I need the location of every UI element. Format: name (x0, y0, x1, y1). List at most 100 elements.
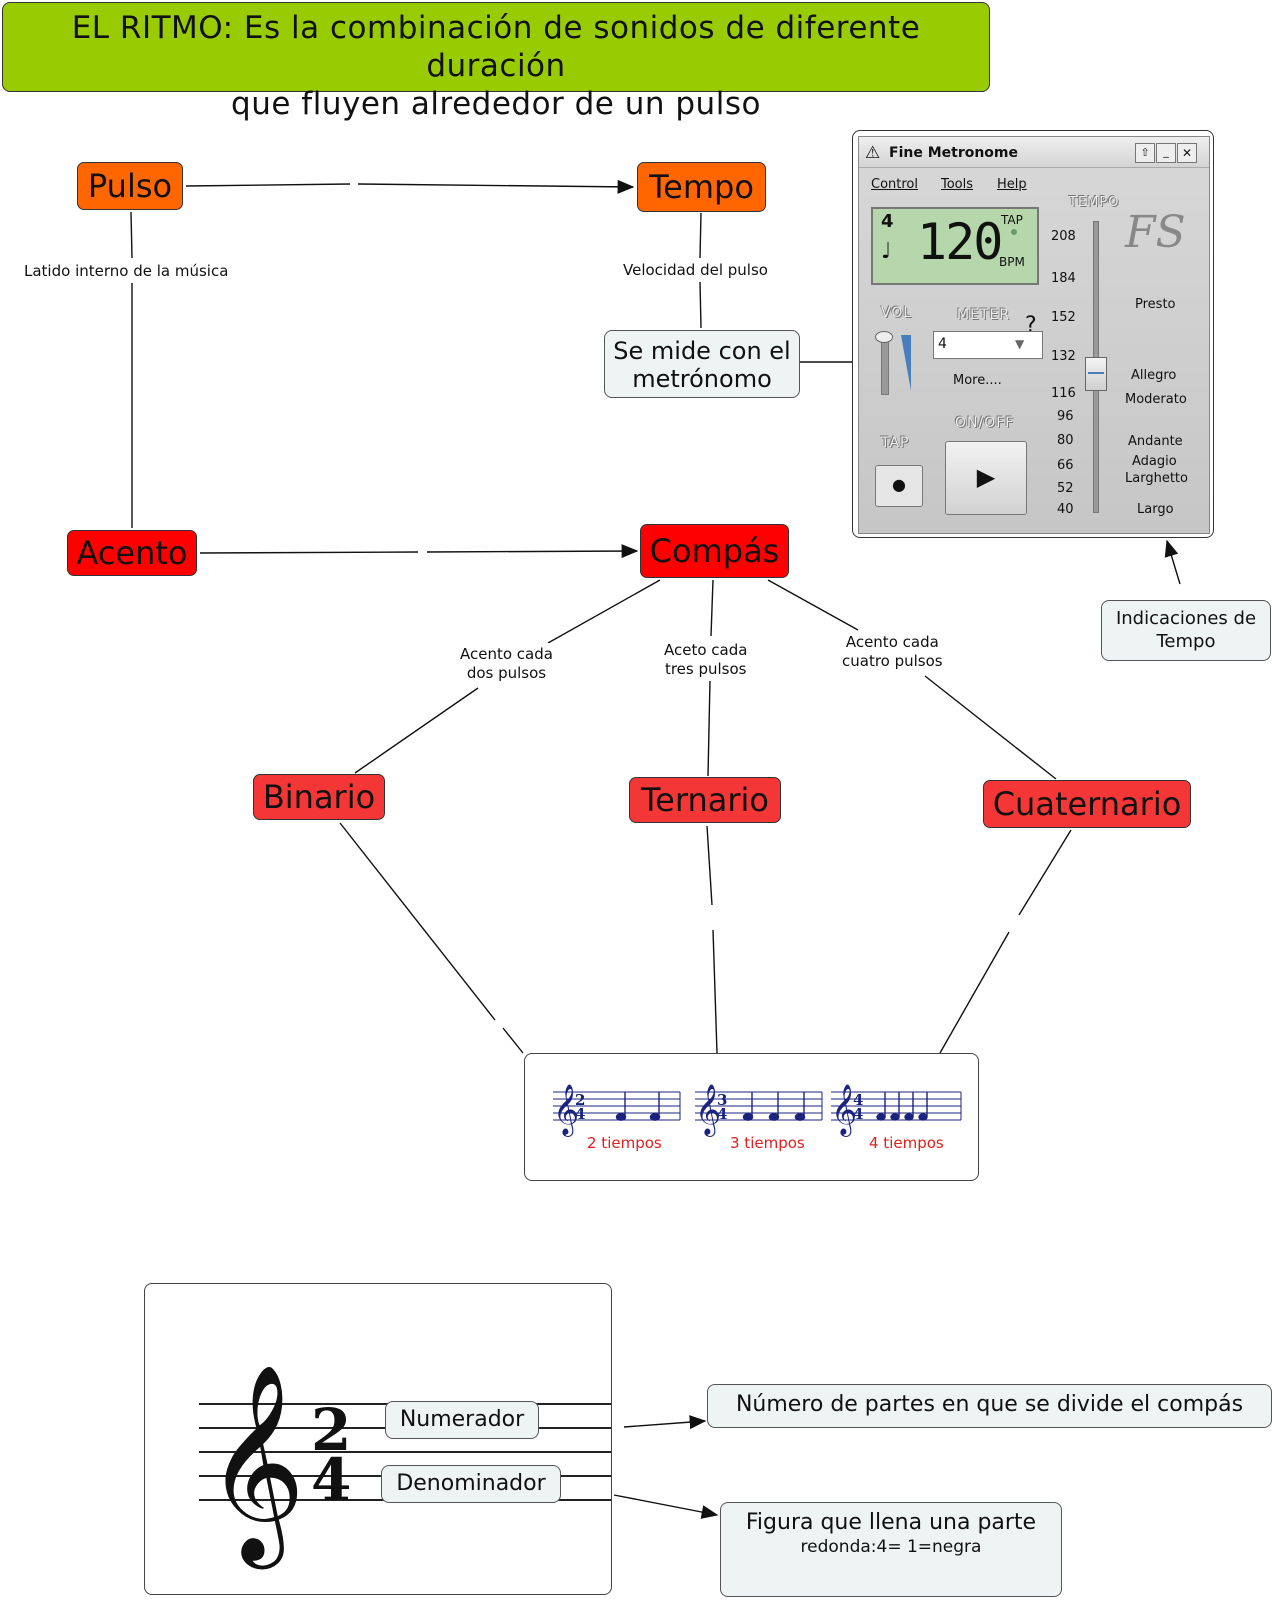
label-tres-line-2: tres pulsos (664, 660, 747, 678)
treble-clef-icon-3: 𝄞 (831, 1084, 857, 1137)
sig-top-numeral: 2 (311, 1396, 351, 1464)
treble-clef-icon-1: 𝄞 (553, 1084, 579, 1137)
note-icon (918, 1113, 928, 1121)
sig-4-4-bottom: 4 (853, 1105, 863, 1123)
node-binario[interactable]: Binario (253, 774, 385, 820)
volume-knob[interactable] (875, 331, 893, 343)
staff-3-4 (695, 1091, 823, 1121)
link-tres-ternario (707, 679, 711, 777)
node-se-mide[interactable]: Se mide con el metrónomo (604, 330, 800, 398)
display-tap-label: TAP (1001, 213, 1023, 227)
metronome-minimize-button[interactable]: _ (1156, 143, 1176, 163)
label-dos-pulsos: Acento cada dos pulsos (456, 643, 557, 685)
tempo-scale-66: 66 (1057, 458, 1074, 473)
label-tres-line-1: Aceto cada (664, 641, 748, 659)
title-line-1: EL RITMO: Es la combinación de sonidos d… (71, 10, 921, 84)
link-pulso-tempo-b (357, 179, 635, 194)
link-ternario-score-a (706, 825, 713, 906)
label-dos-line-2: dos pulsos (466, 664, 547, 682)
metronome-window: ⚠ Fine Metronome ⇧ _ ✕ Control Tools Hel… (858, 136, 1210, 534)
metronome-app-icon: ⚠ (865, 143, 881, 163)
metronome-display: 4 ♩ 120 TAP BPM (871, 207, 1039, 285)
tempo-scale-184: 184 (1051, 271, 1076, 286)
menu-help[interactable]: Help (997, 177, 1027, 192)
node-numero-partes[interactable]: Número de partes en que se divide el com… (707, 1384, 1272, 1428)
link-cuaternario-score-b (939, 931, 1010, 1054)
tempo-scale-152: 152 (1051, 310, 1076, 325)
tap-led-icon (1011, 229, 1017, 235)
sig-2-4-top: 2 (575, 1091, 585, 1109)
link-velocidad-semide (699, 281, 702, 329)
label-velocidad: Velocidad del pulso (619, 259, 772, 282)
meter-select[interactable]: 4 (933, 331, 1043, 359)
indicaciones-line-1: Indicaciones de (1115, 608, 1257, 629)
se-mide-line-1: Se mide con el (613, 337, 791, 365)
tempo-scale-52: 52 (1057, 481, 1074, 496)
metronome-pin-button[interactable]: ⇧ (1135, 143, 1155, 163)
note-icon (904, 1113, 914, 1121)
note-icon (649, 1113, 661, 1121)
term-larghetto: Larghetto (1125, 471, 1188, 486)
onoff-label: ON/OFF (955, 415, 1015, 431)
score-staves: 𝄞 𝄞 𝄞 2 4 3 4 4 4 (553, 1084, 962, 1137)
tempo-scale-40: 40 (1057, 502, 1074, 517)
time-signature-image: 𝄞 2 4 Numerador Denominador (144, 1283, 612, 1595)
link-ternario-score-b (712, 929, 718, 1054)
node-indicaciones[interactable]: Indicaciones de Tempo (1101, 600, 1271, 661)
menu-control[interactable]: Control (871, 177, 918, 192)
tempo-scale-116: 116 (1051, 386, 1076, 401)
term-allegro: Allegro (1131, 368, 1177, 383)
numerador-label[interactable]: Numerador (385, 1401, 539, 1439)
time-signature-staff: 𝄞 2 4 (199, 1363, 611, 1569)
note-icon (615, 1113, 627, 1121)
link-acento-compas-b (426, 544, 639, 559)
link-pulso-tempo-a (185, 183, 351, 187)
node-tempo[interactable]: Tempo (637, 162, 766, 212)
sig-2-4-bottom: 4 (575, 1105, 585, 1123)
link-pulso-latido (130, 211, 133, 259)
link-timesig-numero (623, 1415, 707, 1430)
tempo-scale-96: 96 (1057, 409, 1074, 424)
meter-dropdown-icon[interactable]: ▼ (1015, 337, 1025, 351)
node-cuaternario[interactable]: Cuaternario (983, 780, 1191, 828)
node-pulso[interactable]: Pulso (77, 162, 183, 210)
note-icon (890, 1113, 900, 1121)
tempo-slider-thumb[interactable] (1085, 357, 1107, 391)
link-cuaternario-score-a (1018, 829, 1072, 916)
label-4-tiempos: 4 tiempos (869, 1134, 944, 1152)
label-tres-pulsos: Aceto cada tres pulsos (660, 639, 752, 681)
se-mide-line-2: metrónomo (632, 365, 772, 393)
more-button[interactable]: More.... (953, 373, 1002, 388)
denominador-label[interactable]: Denominador (381, 1465, 561, 1503)
tap-button[interactable]: ● (875, 465, 923, 507)
link-compas-cuatro (767, 579, 859, 631)
tap-section-label: TAP (881, 435, 910, 451)
link-binario-score-b (502, 1027, 524, 1054)
label-latido: Latido interno de la música (20, 260, 233, 283)
figura-line-1: Figura que llena una parte (745, 1510, 1037, 1535)
tempo-header: TEMPO (1069, 195, 1120, 210)
metronome-close-button[interactable]: ✕ (1177, 143, 1197, 163)
tempo-scale-132: 132 (1051, 349, 1076, 364)
link-compas-dos (547, 579, 661, 644)
display-bpm: 120 (917, 213, 1003, 271)
node-acento[interactable]: Acento (67, 530, 197, 576)
node-figura[interactable]: Figura que llena una parte redonda:4= 1=… (720, 1502, 1062, 1597)
menu-tools[interactable]: Tools (941, 177, 974, 192)
label-3-tiempos: 3 tiempos (730, 1134, 805, 1152)
tempo-scale-208: 208 (1051, 229, 1076, 244)
link-acento-compas-a (199, 551, 419, 554)
meter-help-question[interactable]: ? (1025, 313, 1037, 338)
node-ternario[interactable]: Ternario (629, 777, 781, 823)
quarter-note-icon: ♩ (881, 239, 892, 264)
node-compas[interactable]: Compás (640, 524, 789, 578)
link-tempo-velocidad (699, 212, 702, 259)
sig-4-4-top: 4 (853, 1091, 863, 1109)
metronome-window-title: Fine Metronome (889, 145, 1019, 161)
label-cuatro-line-1: Acento cada (845, 633, 939, 651)
link-timesig-figura (613, 1494, 719, 1519)
display-bpm-label: BPM (999, 255, 1025, 269)
play-button[interactable]: ▶ (945, 441, 1027, 515)
volume-level-icon (901, 335, 911, 391)
